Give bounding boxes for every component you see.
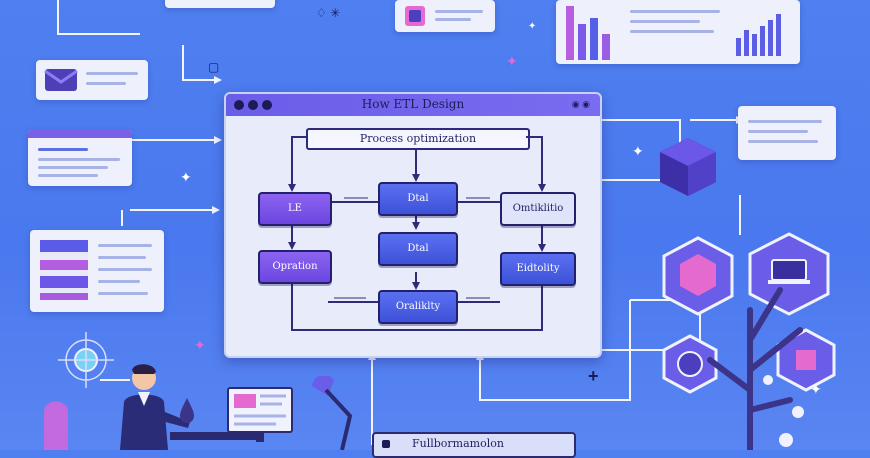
flow-node-eidtolity[interactable]: Eidtolity: [500, 252, 576, 286]
top-card: [165, 0, 275, 8]
hexagon-laptop-icon: [748, 232, 830, 316]
banner-square-icon: [382, 440, 390, 448]
window-minimize-dot[interactable]: [248, 100, 258, 110]
etl-design-window: How ETL Design ◉ ◉ Process optimization: [224, 92, 602, 358]
window-title: How ETL Design: [361, 97, 465, 111]
sparkle-icon: ✦: [632, 143, 644, 159]
flow-node-le[interactable]: LE: [258, 192, 332, 226]
icon-card: [395, 0, 495, 32]
bottom-banner-label: Fullbormamolon: [412, 437, 504, 450]
target-icon: [58, 332, 114, 388]
plus-icon: +: [588, 366, 599, 386]
hexagon-cube-icon: [662, 236, 734, 316]
flow-connectors: [288, 136, 546, 331]
chart-card: [556, 0, 800, 64]
ink-drop-icon: [180, 398, 194, 423]
desk-lamp-illustration: [312, 376, 353, 450]
cube-3d-icon: [660, 138, 716, 196]
sparkle-icon: ✦: [194, 337, 206, 353]
window-close-dot[interactable]: [234, 100, 244, 110]
flow-node-oraliklty[interactable]: Oraliklty: [378, 290, 458, 324]
small-bar-chart-icon: [736, 14, 781, 56]
monitor-illustration: [227, 387, 293, 442]
sparkle-icon: ✦: [506, 53, 518, 69]
flow-node-omtiklitio[interactable]: Omtiklitio: [500, 192, 576, 226]
sparkle-icon: ✦: [180, 169, 192, 185]
document-card: [28, 130, 132, 186]
envelope-icon: [44, 69, 78, 91]
flow-node-dtal-1[interactable]: Dtal: [378, 182, 458, 216]
sparkle-icon: ✦: [810, 381, 822, 397]
person-at-desk-illustration: [44, 364, 260, 450]
small-square-icon: ▢: [208, 60, 220, 74]
window-titlebar: How ETL Design ◉ ◉: [226, 94, 600, 116]
message-card: [36, 60, 148, 100]
bottom-banner: Fullbormamolon: [372, 432, 576, 458]
network-tree-icon: [707, 287, 804, 450]
cube-icon: [405, 6, 425, 26]
flow-node-dtal-2[interactable]: Dtal: [378, 232, 458, 266]
right-document-card: [738, 106, 836, 160]
hexagon-box-icon: [776, 328, 836, 392]
process-optimization-banner: Process optimization: [306, 128, 530, 150]
flow-node-opration[interactable]: Opration: [258, 250, 332, 284]
table-card: [30, 230, 164, 312]
small-symbol-icon: ♢ ✳: [316, 6, 341, 20]
bar-chart-icon: [566, 6, 610, 60]
hexagon-shield-icon: [662, 334, 718, 394]
sparkle-icon: ✦: [528, 21, 537, 32]
window-maximize-dot[interactable]: [262, 100, 272, 110]
window-controls-icon[interactable]: ◉ ◉: [571, 99, 590, 109]
